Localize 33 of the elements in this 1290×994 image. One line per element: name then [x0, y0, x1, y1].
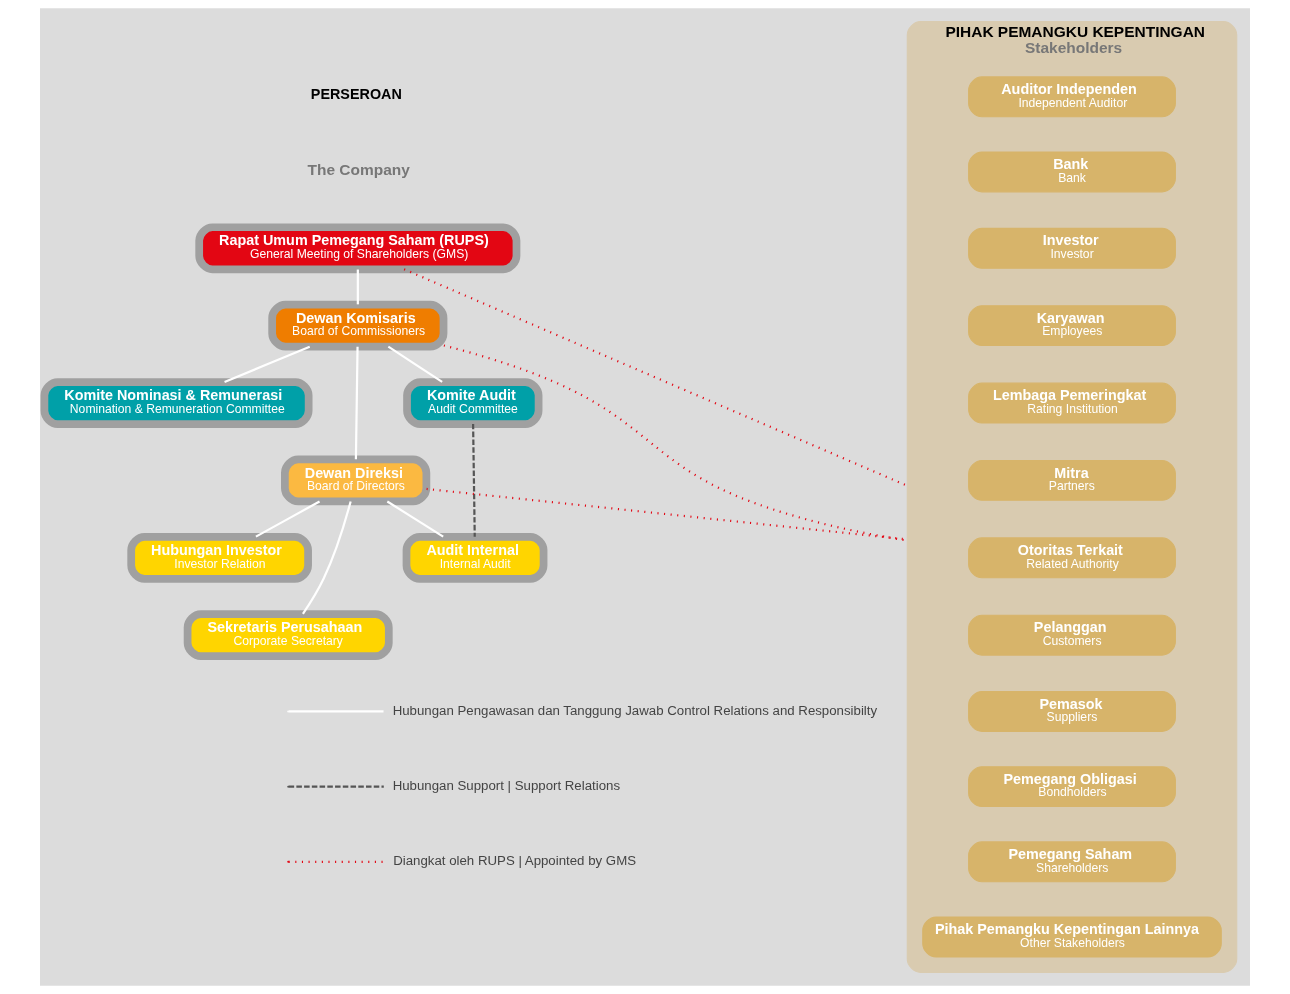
connector	[386, 500, 444, 538]
node-box: Pemasok Suppliers	[968, 691, 1176, 732]
node-box: Komite Audit Audit Committee	[403, 378, 543, 428]
connector	[472, 424, 476, 537]
node-box: Sekretaris Perusahaan Corporate Secretary	[183, 610, 393, 661]
node-box: Otoritas Terkait Related Authority	[968, 537, 1176, 579]
node-box: Lembaga Pemeringkat Rating Institution	[968, 382, 1176, 424]
node-box: Bank Bank	[968, 151, 1176, 193]
connector	[356, 269, 359, 305]
node-box: Investor Investor	[968, 227, 1176, 269]
node-box: Hubungan Investor Investor Relation	[127, 532, 312, 583]
node-box: Audit Internal Internal Audit	[402, 532, 548, 583]
legend-label: Diangkat oleh RUPS | Appointed by GMS	[393, 853, 637, 869]
node-box: Pihak Pemangku Kepentingan Lainnya Other Stakeholders	[922, 916, 1222, 958]
connector	[387, 345, 443, 383]
node-box: Auditor Independen Independent Auditor	[968, 76, 1176, 118]
connector	[302, 501, 352, 615]
node-box: Pemegang Obligasi Bondholders	[968, 766, 1176, 808]
node-box: Dewan Komisaris Board of Commissioners	[268, 300, 448, 351]
label: PERSEROAN	[310, 86, 402, 103]
connector	[255, 500, 321, 538]
node-box: Rapat Umum Pemegang Saham (RUPS) General Meeting of Shareholders (GMS)	[195, 223, 521, 274]
node-box: Pelanggan Customers	[968, 614, 1176, 656]
node-box: Karyawan Employees	[968, 305, 1176, 347]
node-box: Mitra Partners	[968, 459, 1176, 501]
label: The Company	[307, 160, 410, 178]
legend-label: Hubungan Support | Support Relations	[392, 778, 621, 794]
legend-label: Hubungan Pengawasan dan Tanggung Jawab Control Relations and Responsibilty	[392, 702, 878, 718]
connector	[354, 346, 359, 460]
connector	[224, 345, 311, 384]
node-box: Pemegang Saham Shareholders	[968, 841, 1176, 883]
node-box: Dewan Direksi Board of Directors	[281, 455, 431, 506]
node-box: Komite Nominasi & Remunerasi Nomination & Remuneration Committee	[40, 378, 313, 428]
